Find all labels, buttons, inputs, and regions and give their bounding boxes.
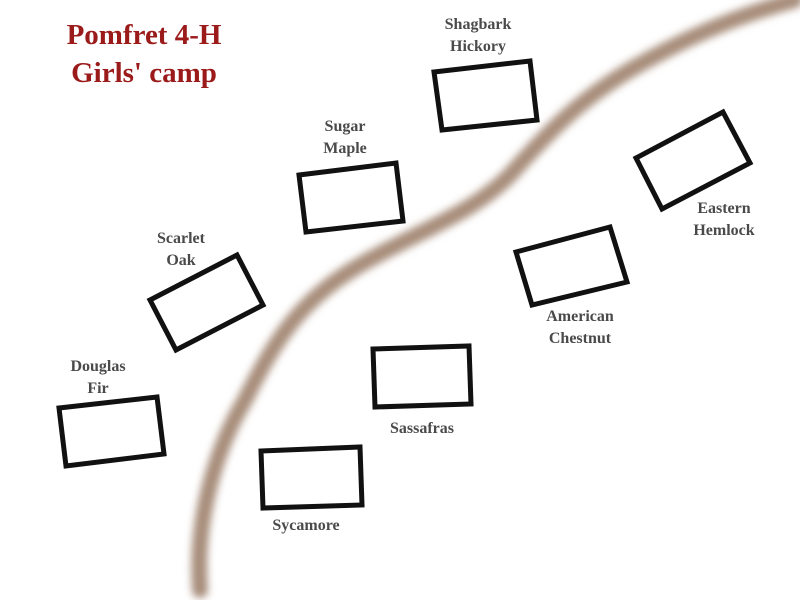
- cabin-label: Sassafras: [390, 420, 454, 437]
- cabin-label: Chestnut: [549, 330, 612, 347]
- cabin-scarlet-oak[interactable]: [146, 251, 267, 354]
- cabin-label: Eastern: [697, 200, 750, 217]
- cabin-eastern-hemlock[interactable]: [632, 108, 754, 213]
- cabin-label: Hemlock: [693, 222, 754, 239]
- cabin-label: Sugar: [325, 118, 366, 135]
- cabin-sassafras[interactable]: [370, 343, 474, 410]
- trail: [191, 0, 800, 598]
- cabin-label: Scarlet: [157, 230, 206, 247]
- cabin-label: Maple: [323, 140, 367, 157]
- cabin-shagbark-hickory[interactable]: [431, 58, 540, 133]
- cabin-label: Douglas: [70, 358, 125, 375]
- map-title-line2: Girls' camp: [71, 57, 217, 89]
- map-title-line1: Pomfret 4-H: [67, 19, 222, 51]
- cabin-label: Fir: [87, 380, 108, 397]
- cabin-label: Oak: [166, 252, 195, 269]
- cabin-douglas-fir[interactable]: [56, 394, 167, 469]
- cabin-sugar-maple[interactable]: [296, 160, 406, 235]
- cabin-label: Hickory: [450, 38, 506, 55]
- cabin-label: Sycamore: [272, 517, 339, 534]
- cabin-label: Shagbark: [445, 16, 512, 33]
- cabin-sycamore[interactable]: [258, 444, 365, 511]
- cabin-label: American: [546, 308, 614, 325]
- cabin-american-chestnut[interactable]: [512, 223, 631, 308]
